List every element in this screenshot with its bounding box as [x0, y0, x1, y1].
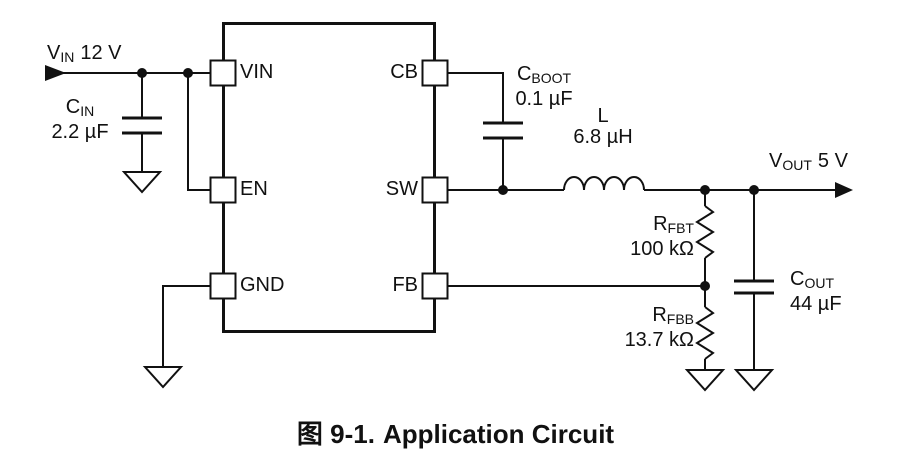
pin-vin-box	[209, 59, 237, 87]
rfbb-resistor	[695, 306, 715, 360]
pin-cb-label: CB	[390, 61, 418, 83]
figure-title: Application Circuit	[382, 419, 615, 449]
figure-caption: 图 9-1.Application Circuit	[0, 414, 911, 451]
junction-dot	[700, 281, 710, 291]
wire-gnd-branch	[162, 285, 210, 367]
cout-ground-icon	[733, 369, 775, 392]
rfbb-label: RFBB 13.7 kΩ	[624, 304, 694, 351]
pin-sw-box	[421, 176, 449, 204]
pin-en-box	[209, 176, 237, 204]
pin-en-label: EN	[240, 178, 268, 200]
cout-label: COUT 44 µF	[790, 268, 842, 315]
cin-capacitor	[122, 116, 162, 135]
rfbb-ground-icon	[684, 369, 726, 392]
cboot-capacitor	[483, 121, 523, 140]
cout-capacitor	[734, 279, 774, 295]
wire-en-branch	[187, 73, 210, 191]
junction-dot	[183, 68, 193, 78]
junction-dot	[749, 185, 759, 195]
inductor-label: L 6.8 µH	[573, 105, 633, 148]
pin-sw-label: SW	[385, 178, 418, 200]
input-arrow-icon	[45, 65, 66, 81]
inductor-coil	[563, 176, 645, 191]
wire-cboot-branch	[448, 72, 504, 190]
pin-gnd-box	[209, 272, 237, 300]
junction-dot	[700, 185, 710, 195]
junction-dot	[498, 185, 508, 195]
rfbt-resistor	[695, 205, 715, 259]
junction-dot	[137, 68, 147, 78]
pin-gnd-label: GND	[240, 274, 285, 296]
cin-label: CIN 2.2 µF	[51, 96, 109, 143]
output-arrow-icon	[835, 182, 853, 198]
ic-ground-icon	[142, 366, 184, 389]
pin-vin-label: VIN	[240, 61, 274, 83]
pin-fb-label: FB	[392, 274, 418, 296]
cboot-label: CBOOT 0.1 µF	[515, 63, 573, 110]
pin-fb-box	[421, 272, 449, 300]
figure-number: 图 9-1.	[296, 419, 375, 449]
rfbt-label: RFBT 100 kΩ	[630, 213, 694, 260]
pin-cb-box	[421, 59, 449, 87]
cin-ground-icon	[121, 171, 163, 194]
